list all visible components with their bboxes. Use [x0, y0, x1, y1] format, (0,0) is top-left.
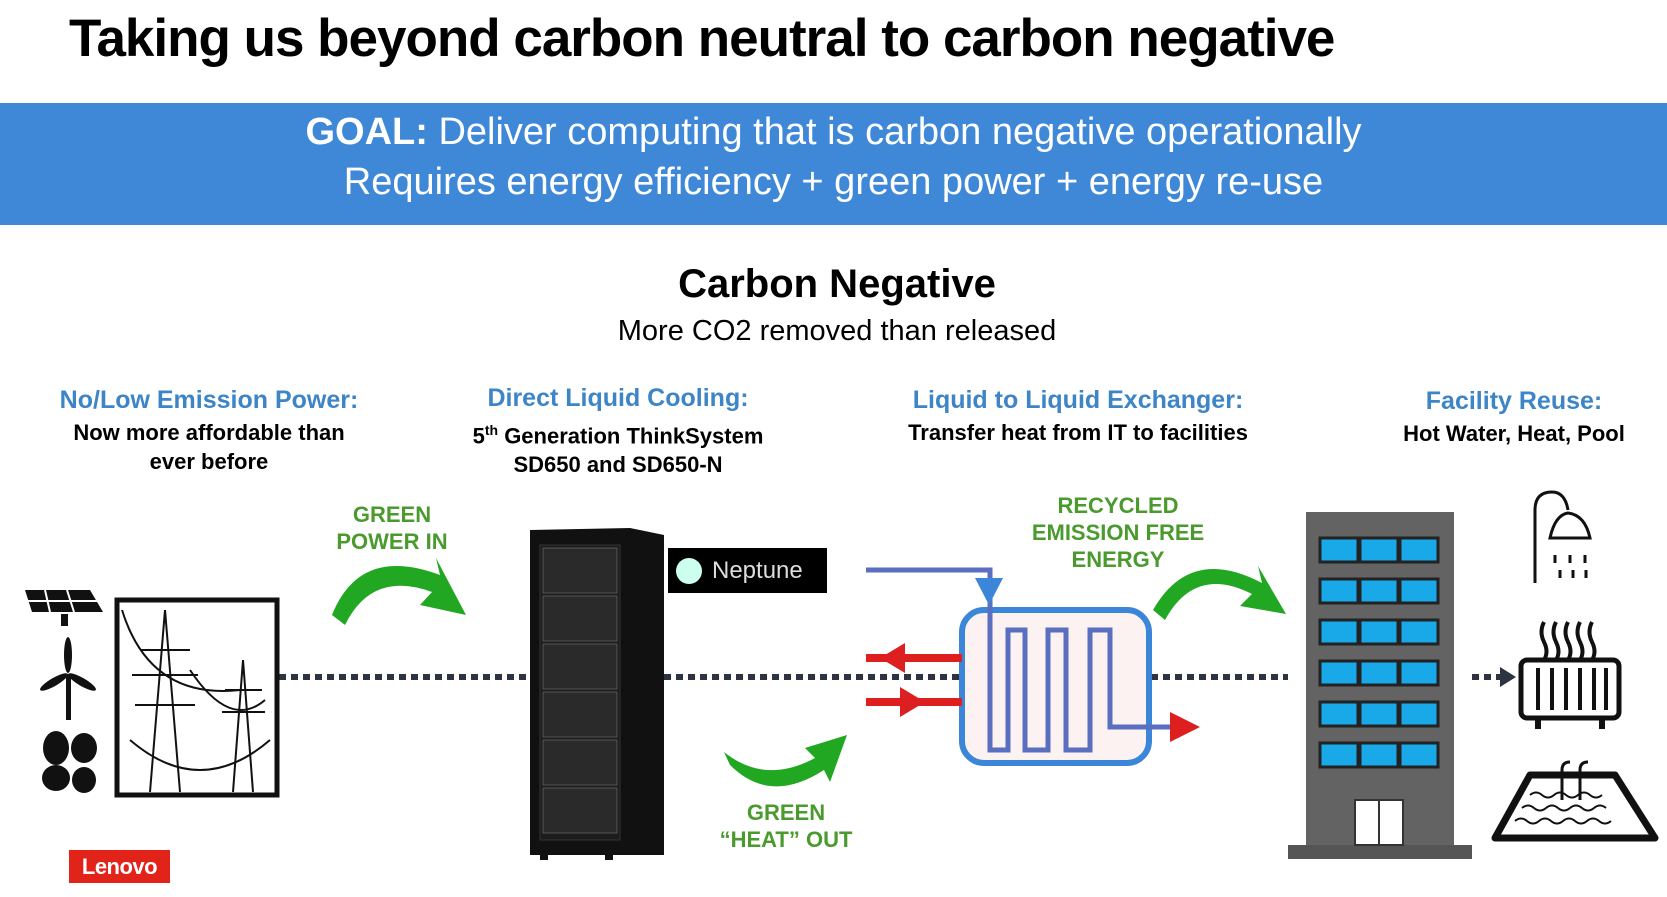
server-rack-icon: [530, 528, 664, 860]
gen-number: 5: [472, 423, 485, 449]
power-desc-line1: Now more affordable than: [73, 420, 345, 445]
solar-panel-icon: [25, 589, 103, 626]
radiator-icon: [1518, 621, 1622, 729]
section-title: Carbon Negative: [678, 262, 996, 306]
building-window: [1358, 536, 1400, 564]
building-window: [1318, 741, 1360, 769]
reuse-desc: Hot Water, Heat, Pool: [1403, 421, 1625, 446]
heat-out-line2: “HEAT” OUT: [719, 827, 853, 852]
building-window: [1358, 577, 1400, 605]
exchanger-desc: Transfer heat from IT to facilities: [908, 420, 1248, 445]
lenovo-logo: Lenovo: [69, 850, 170, 883]
building-window: [1398, 618, 1440, 646]
gen-text: Generation ThinkSystem: [498, 423, 764, 449]
reuse-heading: Facility Reuse:: [1425, 387, 1603, 415]
building-window: [1358, 618, 1400, 646]
power-in-line2: POWER IN: [336, 529, 448, 554]
recycled-arrow-icon: [1153, 566, 1286, 620]
requirements-line: Requires energy efficiency + green power…: [343, 161, 1324, 203]
wind-turbine-icon: [40, 637, 96, 720]
recycled-line3: ENERGY: [1071, 547, 1165, 572]
pool-icon: [1491, 760, 1659, 842]
goal-text: Deliver computing that is carbon negativ…: [427, 111, 1362, 153]
heat-out-label: GREEN“HEAT” OUT: [720, 799, 853, 853]
building-window: [1318, 577, 1360, 605]
building-window: [1318, 618, 1360, 646]
building-window: [1398, 741, 1440, 769]
recycled-line1: RECYCLED: [1057, 493, 1179, 518]
neptune-logo-icon: [676, 558, 702, 584]
heat-out-line1: GREEN: [746, 800, 826, 825]
neptune-logo: Neptune: [668, 548, 827, 593]
exchanger-heading: Liquid to Liquid Exchanger:: [912, 386, 1244, 414]
building-window: [1358, 659, 1400, 687]
building-icon: [1288, 512, 1472, 859]
fan-icon: [42, 731, 97, 793]
building-window: [1398, 577, 1440, 605]
goal-label: GOAL:: [305, 111, 428, 153]
building-window: [1358, 741, 1400, 769]
slide-title: Taking us beyond carbon neutral to carbo…: [69, 9, 1335, 68]
building-window: [1398, 536, 1440, 564]
building-window: [1398, 700, 1440, 728]
power-desc-line2: ever before: [149, 449, 269, 474]
recycled-line2: EMISSION FREE: [1031, 520, 1205, 545]
cooling-heading: Direct Liquid Cooling:: [487, 384, 749, 412]
goal-banner: GOAL: Deliver computing that is carbon n…: [0, 103, 1667, 225]
heat-out-arrow-icon: [724, 735, 847, 787]
gen-suffix: th: [484, 422, 499, 438]
building-window: [1318, 536, 1360, 564]
power-desc: Now more affordable than ever before: [73, 418, 344, 476]
power-grid-icon: [114, 597, 280, 798]
cooling-desc-line1: 5th Generation ThinkSystem: [473, 416, 764, 450]
section-subtitle: More CO2 removed than released: [617, 315, 1057, 347]
building-window: [1318, 700, 1360, 728]
building-window: [1398, 659, 1440, 687]
power-in-line1: GREEN: [352, 502, 432, 527]
power-in-arrow-icon: [332, 558, 466, 625]
flow-dotted-line: [279, 667, 1516, 687]
building-window: [1358, 700, 1400, 728]
shower-icon: [1533, 490, 1592, 583]
power-heading: No/Low Emission Power:: [59, 386, 359, 414]
building-window: [1318, 659, 1360, 687]
heat-exchanger-icon: [866, 567, 1200, 766]
cooling-desc-line2: SD650 and SD650-N: [513, 452, 723, 478]
neptune-logo-text: Neptune: [712, 557, 803, 584]
goal-line: GOAL: Deliver computing that is carbon n…: [0, 111, 1667, 154]
